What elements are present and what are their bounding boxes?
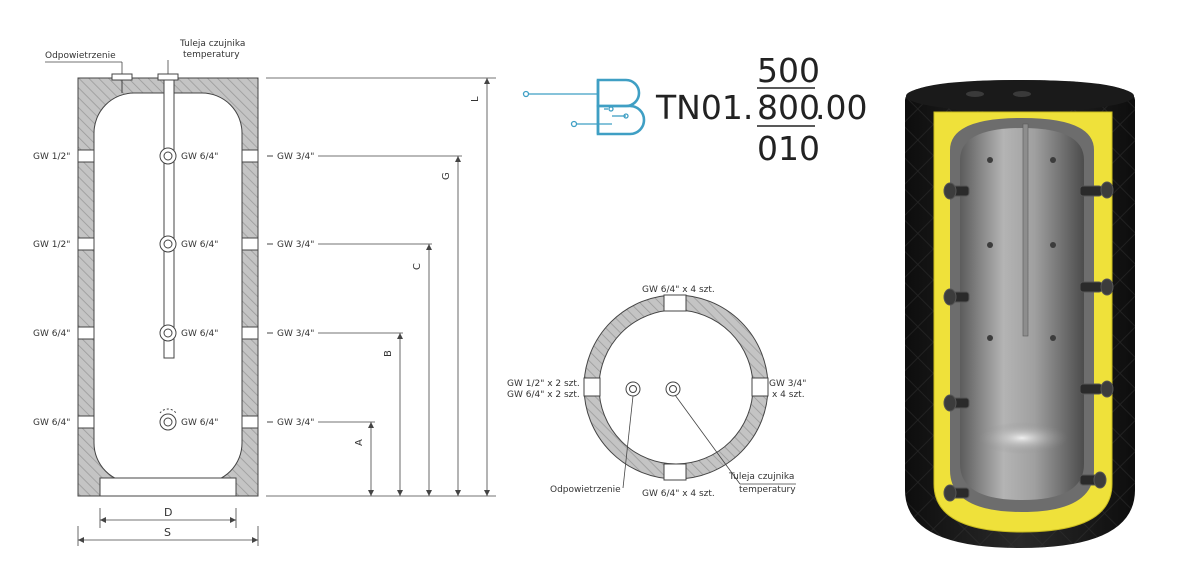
dim-a-label: A xyxy=(354,439,365,446)
vent-fitting xyxy=(111,73,133,81)
left-port-label: GW 1/2" xyxy=(33,240,70,250)
center-port-label: GW 6/4" xyxy=(181,152,218,162)
height-dimensions: A B C G L xyxy=(266,77,496,497)
center-port-label: GW 6/4" xyxy=(181,329,218,339)
code-prefix: TN01. xyxy=(655,88,753,127)
top-vent-label: Odpowietrzenie xyxy=(550,485,621,495)
sensor-fitting xyxy=(157,73,179,81)
width-dimensions: D S xyxy=(77,506,259,546)
top-sensor-label-1: Tuleja czujnika xyxy=(728,472,794,482)
tank-interior xyxy=(960,128,1084,500)
sensor-sleeve xyxy=(163,79,175,359)
dim-l-label: L xyxy=(470,96,481,102)
top-port-label-top: GW 6/4" x 4 szt. xyxy=(642,285,715,295)
left-port-label: GW 1/2" xyxy=(33,152,70,162)
code-middle: 800 xyxy=(757,88,820,127)
code-suffix: .00 xyxy=(815,88,867,127)
right-port-label: GW 3/4" xyxy=(277,240,314,250)
side-sensor-label-1: Tuleja czujnika xyxy=(179,39,245,49)
center-port-label: GW 6/4" xyxy=(181,240,218,250)
right-ports: GW 3/4" GW 3/4" GW 3/4" GW 3/4" xyxy=(241,149,462,429)
model-code: TN01. 500 800 .00 010 xyxy=(522,51,867,168)
tank-cutaway-render xyxy=(905,80,1135,548)
side-base xyxy=(99,477,237,497)
top-port-label-left-2: GW 6/4" x 2 szt. xyxy=(507,390,580,400)
side-vent-label: Odpowietrzenie xyxy=(45,51,116,61)
dim-g-label: G xyxy=(441,172,452,180)
dim-s-label: S xyxy=(164,526,171,539)
top-port-label-right-2: x 4 szt. xyxy=(772,390,805,400)
top-sensor-label-2: temperatury xyxy=(739,485,796,495)
code-top: 500 xyxy=(757,51,820,90)
top-view: GW 6/4" x 4 szt. GW 6/4" x 4 szt. GW 1/2… xyxy=(507,285,806,499)
top-port-label-right-1: GW 3/4" xyxy=(769,379,806,389)
dim-b-label: B xyxy=(383,350,394,357)
dim-c-label: C xyxy=(412,263,423,270)
right-port-label: GW 3/4" xyxy=(277,418,314,428)
sensor-rod xyxy=(1022,123,1029,337)
side-nozzles xyxy=(943,181,1114,502)
left-port-label: GW 6/4" xyxy=(33,418,70,428)
top-port-label-left-1: GW 1/2" x 2 szt. xyxy=(507,379,580,389)
top-port-label-bottom: GW 6/4" x 4 szt. xyxy=(642,489,715,499)
right-port-label: GW 3/4" xyxy=(277,152,314,162)
brand-logo xyxy=(522,78,646,136)
left-ports: GW 1/2" GW 1/2" GW 6/4" GW 6/4" xyxy=(33,149,95,429)
side-view: Odpowietrzenie Tuleja czujnika temperatu… xyxy=(33,39,496,546)
code-bottom: 010 xyxy=(757,129,820,168)
center-ports: GW 6/4" GW 6/4" GW 6/4" GW 6/4" xyxy=(159,147,218,431)
dim-d-label: D xyxy=(164,506,172,519)
side-sensor-label-2: temperatury xyxy=(183,50,240,60)
left-port-label: GW 6/4" xyxy=(33,329,70,339)
center-port-label: GW 6/4" xyxy=(181,418,218,428)
right-port-label: GW 3/4" xyxy=(277,329,314,339)
